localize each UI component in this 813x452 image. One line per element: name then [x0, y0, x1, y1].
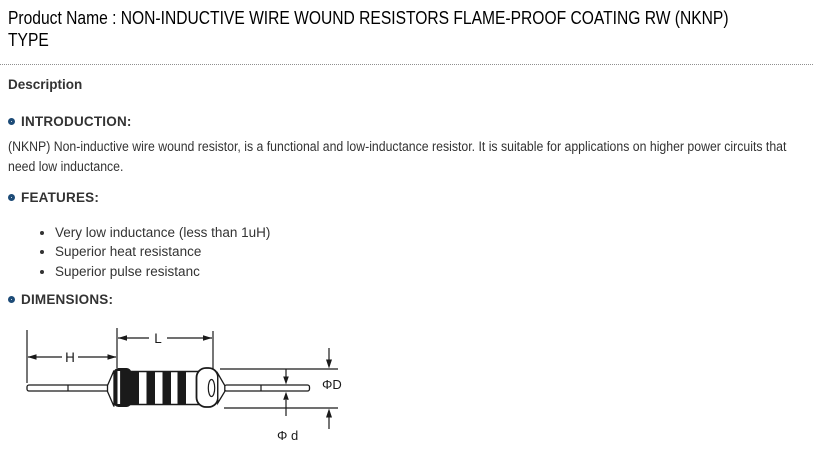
cap-highlight	[117, 371, 121, 404]
bullet-dot-icon	[40, 231, 44, 235]
resistor-lead-right	[223, 384, 311, 392]
ring-bullet-icon	[8, 194, 15, 201]
feature-item: Superior heat resistance	[8, 242, 270, 261]
arrowhead-up-icon	[283, 391, 289, 400]
feature-item: Superior pulse resistanc	[8, 262, 270, 281]
section-divider	[0, 64, 813, 65]
arrowhead-down-icon	[283, 376, 289, 385]
cap-end-face	[207, 378, 216, 398]
section-heading-features: FEATURES:	[8, 190, 99, 205]
arrowhead-left-icon	[27, 354, 37, 360]
arrowhead-right-icon	[203, 335, 212, 341]
resistor-bands	[131, 372, 186, 404]
section-heading-dimensions: DIMENSIONS:	[8, 292, 113, 307]
introduction-paragraph: (NKNP) Non-inductive wire wound resistor…	[8, 139, 787, 174]
resistor-band	[131, 372, 139, 404]
dim-label-L: L	[154, 331, 162, 346]
resistor-dimensions-diagram: L H ΦD Φ d	[26, 328, 342, 443]
arrowheads	[27, 335, 332, 418]
resistor-band	[162, 372, 171, 404]
arrowhead-down-icon	[326, 359, 332, 369]
description-tab-label: Description	[8, 77, 83, 92]
resistor-band	[146, 372, 155, 404]
dim-label-H: H	[65, 350, 75, 365]
features-heading-text: FEATURES:	[21, 190, 100, 205]
ring-bullet-icon	[8, 118, 15, 125]
introduction-heading-text: INTRODUCTION:	[21, 114, 132, 129]
feature-item: Very low inductance (less than 1uH)	[8, 223, 270, 242]
dim-label-phid: Φ d	[277, 428, 298, 443]
arrowhead-right-icon	[107, 354, 117, 360]
resistor-drawing	[26, 367, 311, 408]
page-title: Product Name : NON-INDUCTIVE WIRE WOUND …	[8, 8, 729, 50]
features-list: Very low inductance (less than 1uH) Supe…	[8, 223, 270, 281]
ring-bullet-icon	[8, 296, 15, 303]
right-cap-taper	[217, 371, 226, 406]
bullet-dot-icon	[40, 269, 44, 274]
bullet-dot-icon	[40, 250, 44, 255]
resistor-cap-left	[113, 368, 132, 407]
arrowhead-up-icon	[326, 408, 332, 418]
dimensions-heading-text: DIMENSIONS:	[21, 292, 114, 307]
section-heading-introduction: INTRODUCTION:	[8, 114, 132, 129]
arrowhead-left-icon	[118, 335, 127, 341]
left-cap-taper	[106, 370, 115, 407]
dim-label-phiD: ΦD	[322, 377, 342, 392]
resistor-band	[177, 372, 186, 404]
